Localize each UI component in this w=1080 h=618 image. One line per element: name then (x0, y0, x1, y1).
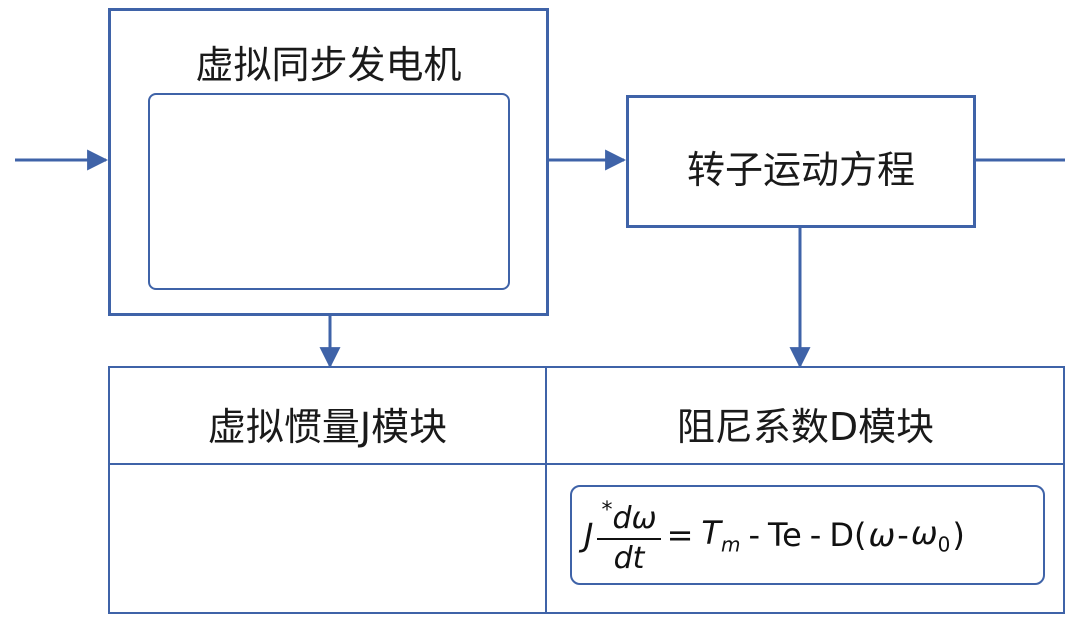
swing-equation-box: J *dω dt = Tm - Te - D(ω-ω0) (570, 485, 1045, 585)
eq-equals: = (666, 516, 694, 554)
swing-equation: J *dω dt = Tm - Te - D(ω-ω0) (584, 489, 1039, 581)
eq-minus-1: - (748, 516, 760, 554)
rotor-equation-title: 转子运动方程 (686, 148, 915, 192)
rotor-equation-block (626, 95, 976, 228)
vsg-block-title: 虚拟同步发电机 (195, 43, 462, 87)
damping-module-label: 阻尼系数D模块 (676, 405, 935, 449)
eq-minus-3: - (897, 516, 909, 554)
module-table (108, 366, 1065, 614)
eq-omega0: ω0 (910, 513, 951, 557)
table-divider-vertical (545, 367, 547, 613)
eq-D-open: D( (829, 516, 867, 554)
eq-derivative: *dω dt (597, 492, 661, 578)
eq-omega: ω (868, 516, 896, 554)
table-divider-horizontal (109, 463, 1064, 465)
eq-J: J (584, 516, 594, 554)
eq-denominator: dt (613, 541, 645, 576)
eq-close: ) (952, 516, 965, 554)
vsg-inner-frame (148, 93, 510, 290)
eq-minus-2: - (809, 516, 822, 554)
vsg-block (108, 8, 549, 316)
eq-Tm: Tm (701, 513, 741, 557)
eq-star: * (601, 498, 613, 523)
inertia-module-label: 虚拟惯量J模块 (207, 405, 448, 449)
eq-numerator: *dω (597, 492, 661, 540)
eq-Te: Te (768, 516, 802, 554)
